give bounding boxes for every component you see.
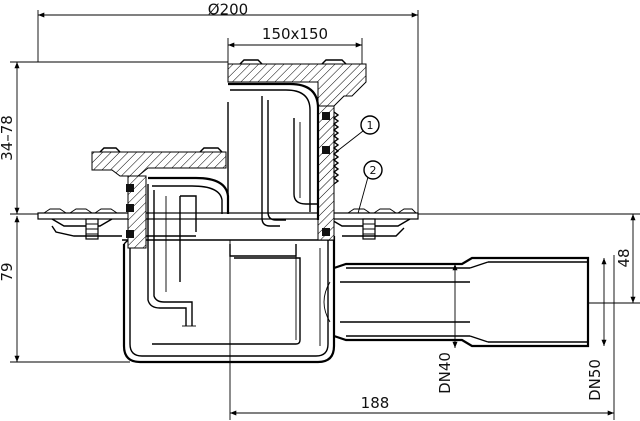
callout-1-label: 1 [367,119,374,132]
callout-2-label: 2 [370,164,377,177]
callout-1: 1 [360,115,380,135]
dim-outlet-height: 48 [615,248,633,267]
floor-flange [37,208,419,240]
dim-outlet-length: 188 [361,394,390,412]
drain-body [122,235,336,364]
dim-dn40: DN40 [436,352,454,394]
callout-2: 2 [363,160,383,180]
dimension-lines [10,10,640,420]
dim-height-adjust: 34–78 [0,115,16,161]
dim-diameter-total: Ø200 [208,1,248,19]
dim-grate-size: 150x150 [262,25,328,43]
dim-dn50: DN50 [586,359,604,401]
right-holder [227,59,367,241]
outlet-pipe [323,256,590,348]
left-holder [91,147,230,327]
dim-height-body: 79 [0,262,16,281]
